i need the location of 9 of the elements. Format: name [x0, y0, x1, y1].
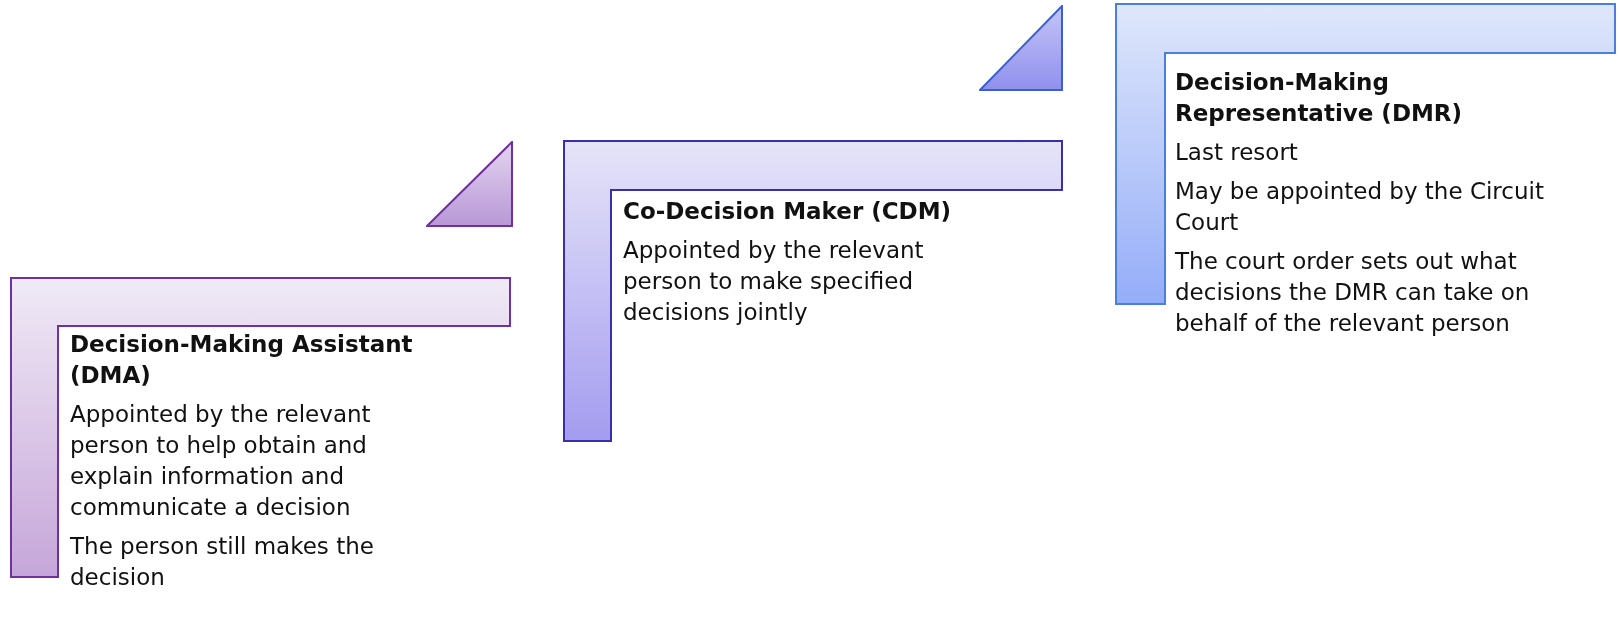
- step-description: The person still makes the decision: [70, 532, 375, 592]
- step-description: Appointed by the relevant person to make specified decisions jointly: [623, 236, 925, 327]
- step-description: The court order sets out what decisions the DMR can take on behalf of the relevant person: [1175, 247, 1531, 338]
- step-description: Last resort: [1175, 138, 1299, 167]
- step-description: May be appointed by the Circuit Court: [1175, 177, 1545, 237]
- step-description: Appointed by the relevant person to help obtain and explain information and communicate a decision: [70, 400, 372, 522]
- step-heading: Co-Decision Maker (CDM): [623, 197, 953, 226]
- step-heading: Decision-Making Assistant (DMA): [70, 330, 414, 390]
- step-heading: Decision-Making Representative (DMR): [1175, 68, 1464, 128]
